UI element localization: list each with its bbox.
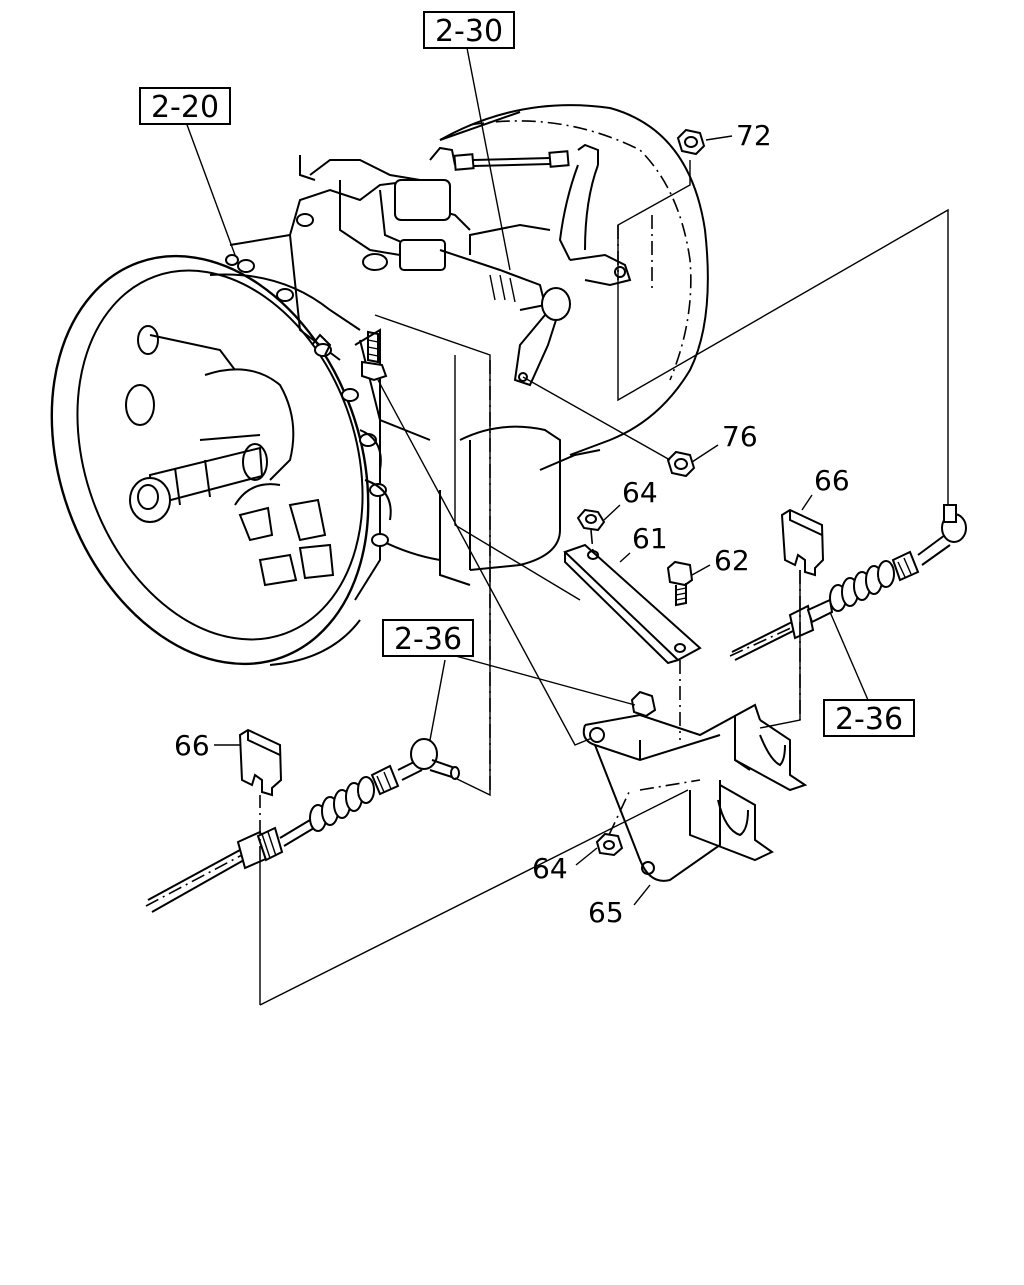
stud-bolt (361, 330, 388, 382)
ref-2-20[interactable]: 2-20 (139, 87, 231, 125)
part-65-label: 65 (588, 896, 624, 929)
part-66-right-label: 66 (814, 464, 850, 497)
clip-66-right (780, 508, 825, 577)
ref-2-36-left-label: 2-36 (394, 622, 462, 657)
clutch-housing (50, 254, 392, 666)
nut-64-bottom (595, 832, 624, 857)
nut-64-top (576, 508, 606, 532)
bracket-65 (582, 703, 808, 882)
plate-61 (563, 543, 702, 665)
bolt-62 (666, 560, 694, 607)
ref-2-30[interactable]: 2-30 (423, 11, 515, 49)
transmission-housing (229, 104, 709, 586)
ref-2-36-right-label: 2-36 (835, 702, 903, 737)
shift-lever (513, 287, 571, 387)
connection-lines (259, 160, 949, 1006)
ref-2-36-right[interactable]: 2-36 (823, 699, 915, 737)
nut-cable-bracket (630, 690, 657, 718)
ref-2-20-label: 2-20 (151, 90, 219, 125)
part-72-label: 72 (736, 119, 772, 152)
part-62-label: 62 (714, 544, 750, 577)
part-64-bottom-label: 64 (532, 852, 568, 885)
leader-lines (185, 47, 869, 906)
shift-mechanism (296, 143, 632, 311)
part-66-left-label: 66 (174, 729, 210, 762)
nut-76 (666, 450, 696, 478)
nut-72 (676, 128, 706, 156)
ref-2-30-label: 2-30 (435, 14, 503, 49)
part-61-label: 61 (632, 522, 668, 555)
shift-cable-left (145, 738, 460, 913)
boot-right (829, 560, 895, 612)
clip-66-left (238, 728, 283, 797)
boot-left (309, 776, 375, 832)
ref-2-36-left[interactable]: 2-36 (382, 619, 474, 657)
shift-cable-right (729, 504, 967, 661)
part-64-top-label: 64 (622, 476, 658, 509)
part-76-label: 76 (722, 420, 758, 453)
